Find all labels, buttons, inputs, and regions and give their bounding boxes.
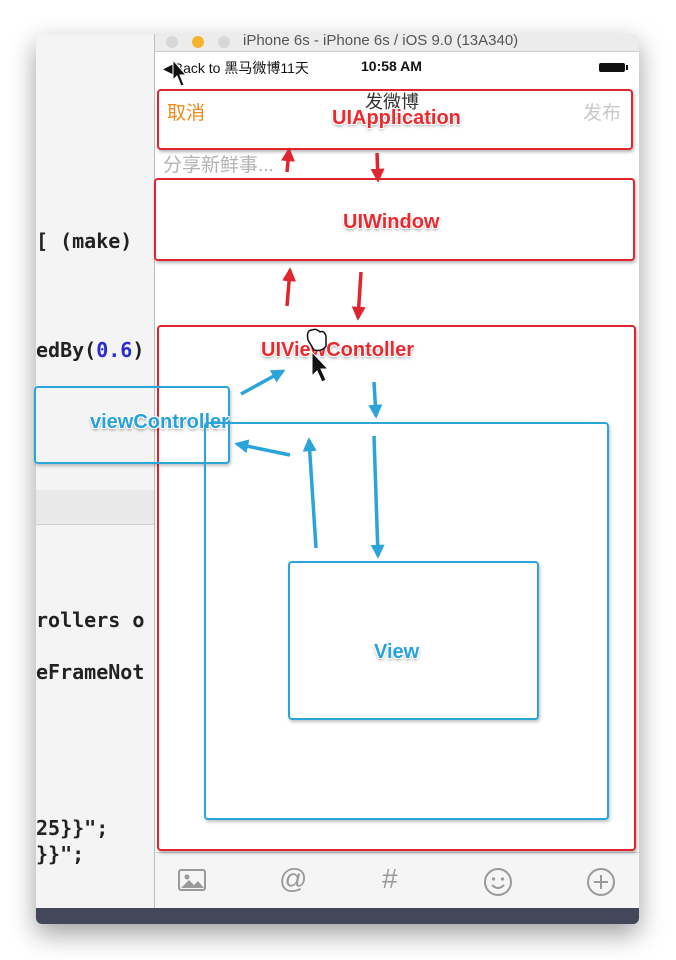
screen-recording-frame: [ (make) edBy(0.6) rollers o eFrameNot 2… [36, 34, 639, 924]
nav-title: 发微博 [365, 92, 419, 112]
uiviewcontroller-box [157, 325, 636, 851]
code-line: rollers o [36, 608, 145, 632]
hashtag-icon[interactable]: # [382, 863, 398, 894]
simulator-title-bar: iPhone 6s - iPhone 6s / iOS 9.0 (13A340) [155, 34, 639, 52]
editor-highlight-band [36, 490, 156, 524]
uiviewcontroller-label: UIViewContoller [261, 339, 414, 361]
code-editor: [ (make) edBy(0.6) rollers o eFrameNot 2… [36, 34, 156, 924]
battery-icon [599, 63, 628, 72]
compose-navbar: 取消 发微博 发布 [155, 82, 639, 134]
view-box [288, 561, 539, 720]
status-bar: ◀Back to 黑马微博11天 10:58 AM [155, 52, 639, 82]
picture-icon[interactable] [177, 867, 207, 898]
uiapplication-label: UIApplication [332, 107, 461, 129]
code-line: eFrameNot [36, 660, 145, 684]
desktop-edge [36, 908, 639, 924]
uiwindow-label: UIWindow [343, 211, 440, 233]
code-line: edBy(0.6) [36, 338, 145, 362]
divider [36, 524, 156, 525]
code-line: }}"; [36, 842, 85, 866]
uiwindow-box [154, 178, 635, 261]
code-line: [ (make) [36, 229, 145, 253]
add-icon[interactable] [586, 867, 616, 902]
mention-icon[interactable]: @ [279, 863, 308, 894]
emoji-icon[interactable] [483, 867, 513, 902]
close-window-button[interactable] [166, 36, 178, 48]
compose-text-view[interactable]: 分享新鲜事... [163, 155, 274, 176]
root-view-box [204, 422, 609, 820]
viewcontroller-var-box [34, 386, 230, 464]
view-label: View [374, 641, 420, 663]
minimize-window-button[interactable] [192, 36, 204, 48]
uiapplication-box [157, 89, 633, 150]
compose-toolbar: @ # [155, 852, 639, 909]
status-time: 10:58 AM [361, 58, 422, 74]
post-button[interactable]: 发布 [583, 103, 622, 124]
viewcontroller-var-label: viewController [90, 411, 229, 433]
zoom-window-button[interactable] [218, 36, 230, 48]
cancel-button[interactable]: 取消 [167, 103, 206, 124]
back-to-app-link[interactable]: ◀Back to 黑马微博11天 [163, 60, 309, 76]
ios-simulator: iPhone 6s - iPhone 6s / iOS 9.0 (13A340)… [154, 34, 639, 924]
simulator-title: iPhone 6s - iPhone 6s / iOS 9.0 (13A340) [243, 34, 519, 49]
code-line: 25}}"; [36, 816, 109, 840]
